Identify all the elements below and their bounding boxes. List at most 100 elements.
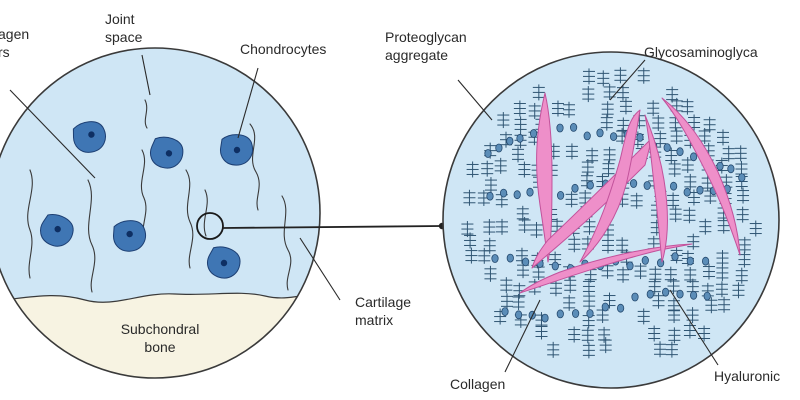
gag-bristle	[484, 265, 497, 282]
zoomed-matrix-circle	[442, 51, 780, 389]
pointer-glycosaminoglycans	[609, 59, 646, 101]
hyaluronic-bead	[521, 257, 530, 267]
gag-bristle	[668, 307, 681, 324]
gag-bristle	[668, 327, 681, 344]
gag-bristle	[582, 86, 595, 103]
gag-bristle	[582, 342, 595, 359]
hyaluronic-bead	[686, 256, 694, 266]
gag-bristle	[654, 341, 667, 358]
gag-bristle	[716, 250, 729, 267]
gag-bristle	[549, 280, 562, 297]
gag-bristle	[530, 221, 543, 238]
chondrocyte-cell	[40, 214, 74, 247]
gag-bristle	[500, 293, 513, 310]
hyaluronic-bead	[643, 181, 651, 190]
wavy-fiber	[144, 99, 148, 129]
hyaluronic-bead	[683, 187, 691, 197]
zoom-connector-line	[222, 225, 443, 229]
gag-bristle	[513, 100, 526, 117]
gag-bristle	[619, 98, 632, 115]
label-collagen-fibers: agen rs	[0, 26, 30, 60]
gag-bristle	[600, 114, 613, 131]
gag-bristle	[464, 232, 477, 249]
label-pointer-lines	[9, 54, 719, 373]
hyaluronic-bead	[716, 161, 724, 171]
gag-bristle	[617, 266, 630, 283]
gag-bristle	[601, 101, 614, 118]
gag-bristle	[494, 308, 507, 325]
hyaluronic-bead	[491, 254, 499, 263]
hyaluronic-bead	[513, 190, 521, 200]
label-chondrocytes: Chondrocytes	[240, 41, 327, 57]
gag-bristle	[466, 161, 479, 178]
hyaluronic-bead	[499, 188, 508, 198]
wavy-fiber	[185, 169, 194, 269]
label-glycosaminoglycans: Glycosaminoglyca	[644, 44, 758, 60]
gag-bristle	[630, 192, 643, 209]
hyaluronic-bead	[701, 256, 710, 266]
gag-bristle	[494, 157, 507, 174]
wavy-fiber	[27, 169, 33, 279]
label-hyaluronic: Hyaluronic	[714, 368, 781, 384]
gag-bristle	[687, 233, 700, 250]
pointer-collagen-fibers	[9, 89, 96, 179]
label-proteoglycan-aggregate: Proteoglycan aggregate	[385, 29, 467, 63]
gag-bristle	[461, 221, 474, 238]
gag-bristle	[565, 143, 578, 160]
collagen-fibril	[536, 92, 553, 263]
hyaluronic-bead	[569, 123, 578, 132]
hyaluronic-bead	[506, 253, 514, 263]
label-joint-space: Joint space	[105, 11, 143, 45]
pointer-proteoglycan	[457, 79, 493, 121]
gag-bristle	[684, 173, 697, 190]
gag-bristle	[495, 218, 508, 235]
collagen-fibril	[661, 97, 741, 256]
hyaluronic-bead	[529, 129, 538, 138]
gag-bristle	[465, 247, 478, 264]
gag-bristle	[497, 112, 510, 129]
collagen-fibril	[519, 243, 693, 294]
gag-bristle	[654, 130, 667, 147]
gag-bristle	[463, 189, 476, 206]
gag-bristle	[715, 281, 728, 298]
label-subchondral-bone: Subchondral bone	[120, 321, 200, 355]
gag-bristle	[699, 218, 712, 235]
hyaluronic-bead	[696, 185, 704, 195]
chondrocyte-cell	[72, 121, 106, 153]
gag-bristle	[666, 86, 679, 103]
gag-bristle	[688, 114, 701, 131]
gag-bristle	[516, 205, 529, 222]
gag-bristle	[684, 266, 697, 283]
gag-bristle	[602, 237, 615, 254]
hyaluronic-bead	[663, 143, 671, 153]
chondrocyte-cell	[113, 220, 146, 252]
hyaluronic-bead	[629, 179, 638, 188]
collagen-fibrils	[519, 92, 741, 294]
hyaluronic-bead	[636, 132, 644, 142]
gag-bristle	[637, 308, 650, 325]
collagen-fibril	[644, 114, 668, 263]
hyaluronic-bead	[609, 132, 618, 142]
gag-bristle	[602, 160, 615, 177]
gag-bristle	[586, 147, 599, 164]
hyaluronic-bead	[601, 302, 609, 312]
gag-bristle	[718, 296, 731, 313]
gag-bristle	[478, 247, 491, 264]
gag-bristle	[667, 278, 680, 295]
hyaluronic-bead	[551, 261, 559, 271]
hyaluronic-bead	[596, 128, 604, 138]
hyaluronic-bead	[616, 303, 625, 313]
gag-bristle	[668, 160, 681, 177]
chondrocyte-cell	[207, 246, 241, 279]
gag-bristle	[735, 267, 748, 284]
hyaluronic-bead	[646, 289, 654, 299]
gag-bristle	[634, 263, 647, 280]
gag-bristle	[565, 191, 578, 208]
gag-bristle	[681, 98, 694, 115]
hyaluronic-bead	[689, 290, 698, 300]
gag-bristle	[649, 266, 662, 283]
gag-bristle	[717, 129, 730, 146]
hyaluronic-bead	[541, 313, 549, 323]
hyaluronic-bead	[586, 180, 594, 190]
